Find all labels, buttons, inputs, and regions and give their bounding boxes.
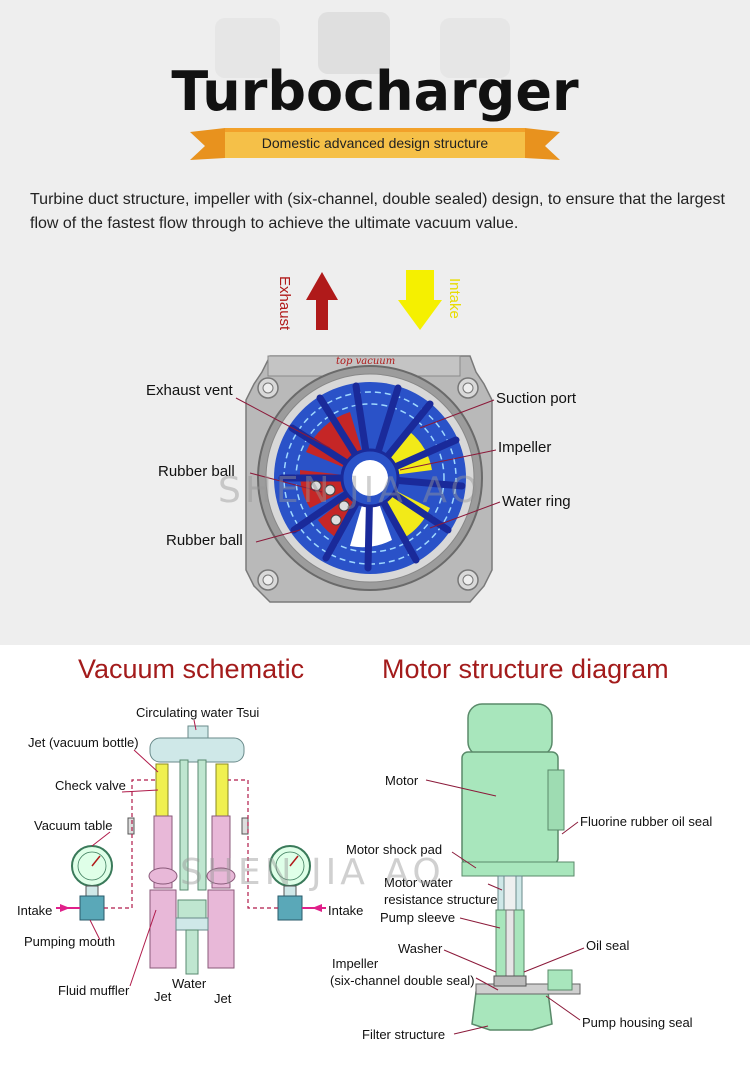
label-intake-right: Intake [328,903,364,918]
label-rubber-ball-1: Rubber ball [158,463,235,480]
label-water-resistance-2: resistance structure [384,892,498,907]
exhaust-label: Exhaust [276,276,293,331]
label-impeller-2: (six-channel double seal) [330,973,475,988]
label-exhaust-vent: Exhaust vent [146,382,233,399]
label-check-valve: Check valve [55,778,126,793]
ghost-pump-right [440,18,510,78]
label-filter-structure: Filter structure [362,1027,446,1042]
ghost-pump-left [215,18,280,78]
label-pumping-mouth: Pumping mouth [24,934,116,949]
page-title: Turbocharger [171,60,579,123]
ghost-pump-center [318,12,390,74]
label-water: Water [172,976,207,991]
label-jet-left: Jet [154,989,172,1004]
label-jet-bottle: Jet (vacuum bottle) [28,735,139,750]
label-impeller-1: Impeller [332,956,379,971]
label-intake-left: Intake [17,903,53,918]
label-impeller: Impeller [498,439,552,456]
exhaust-arrow [306,272,338,330]
label-water-resistance-1: Motor water [384,875,453,890]
label-water-ring: Water ring [502,493,571,510]
pump-cross-section [235,270,501,603]
housing-text: top vacuum [336,356,396,367]
intake-arrow [398,270,442,330]
watermark-bottom: SHEN JIA AO [180,852,445,893]
label-fluid-muffler: Fluid muffler [58,983,130,998]
label-pump-sleeve: Pump sleeve [380,910,456,925]
label-circulating: Circulating water Tsui [136,705,260,720]
watermark-top: SHEN JIA AO [218,470,483,511]
label-fluorine-seal: Fluorine rubber oil seal [580,814,713,829]
label-vacuum-table: Vacuum table [34,818,113,833]
label-oil-seal: Oil seal [586,938,630,953]
label-rubber-ball-2: Rubber ball [166,532,243,549]
label-pump-housing-seal: Pump housing seal [582,1015,693,1030]
label-jet-right: Jet [214,991,232,1006]
ribbon-graphic [190,128,560,160]
label-shock-pad: Motor shock pad [346,842,443,857]
label-motor: Motor [385,773,419,788]
bottom-section [0,645,750,1084]
label-suction-port: Suction port [496,390,577,407]
intro-text: Turbine duct structure, impeller with (s… [30,191,725,232]
page-subtitle: Domestic advanced design structure [261,135,489,151]
vacuum-schematic-title: Vacuum schematic [78,654,305,684]
motor-diagram-title: Motor structure diagram [382,654,669,684]
intake-label: Intake [446,278,463,319]
label-washer: Washer [398,941,443,956]
